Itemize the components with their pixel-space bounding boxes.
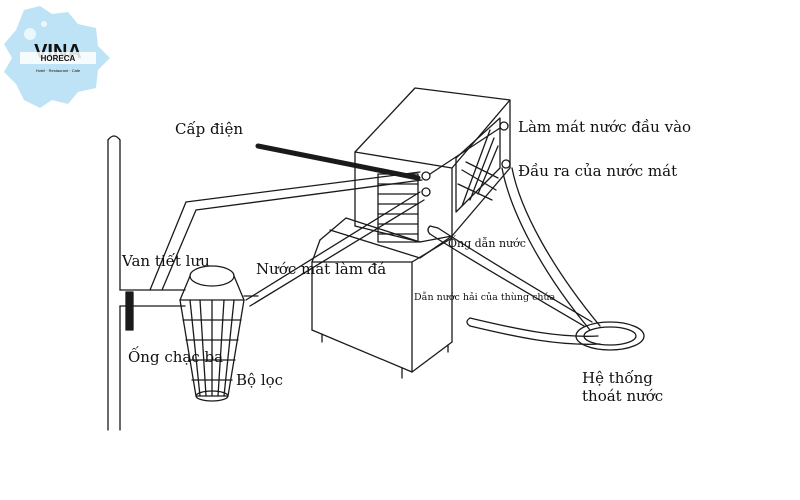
logo-sub: HORECA [41,54,76,63]
inlet-cooling-pipe [429,121,509,175]
label-drain-system-2: thoát nước [582,387,663,405]
tank-drain-hose [466,317,601,345]
label-ice-water: Nước mát làm đá [256,260,386,278]
filter-cartridge [179,265,259,402]
label-tee-pipe: Ống chạc ba [128,346,223,366]
label-filter: Bộ lọc [236,371,283,389]
ice-machine-body [311,217,453,379]
floor-drain [575,321,645,351]
logo-tagline: Hotel · Restaurant · Cafe [36,68,81,73]
label-throttle-valve: Van tiết lưu [121,252,210,270]
label-water-pipe: Ống dẫn nước [448,235,526,250]
vina-horeca-logo: VINA HORECA Hotel · Restaurant · Cafe [4,6,110,108]
label-cool-outlet: Đầu ra của nước mát [518,162,677,180]
label-drain-system-1: Hệ thống [582,369,653,387]
ice-water-pipe [245,191,425,307]
supply-pipe [107,135,121,431]
label-drain-tank: Dẫn nước hải của thùng chứa [414,291,556,303]
condenser-unit [354,87,511,243]
power-cable [255,143,421,181]
water-supply-hose [427,225,593,327]
tee-fitting [119,289,186,331]
cool-water-outlet-hose [501,159,601,331]
valve-supply-pipe [149,171,423,291]
label-power: Cấp điện [175,120,243,138]
label-inlet-cooling: Làm mát nước đầu vào [518,118,691,136]
